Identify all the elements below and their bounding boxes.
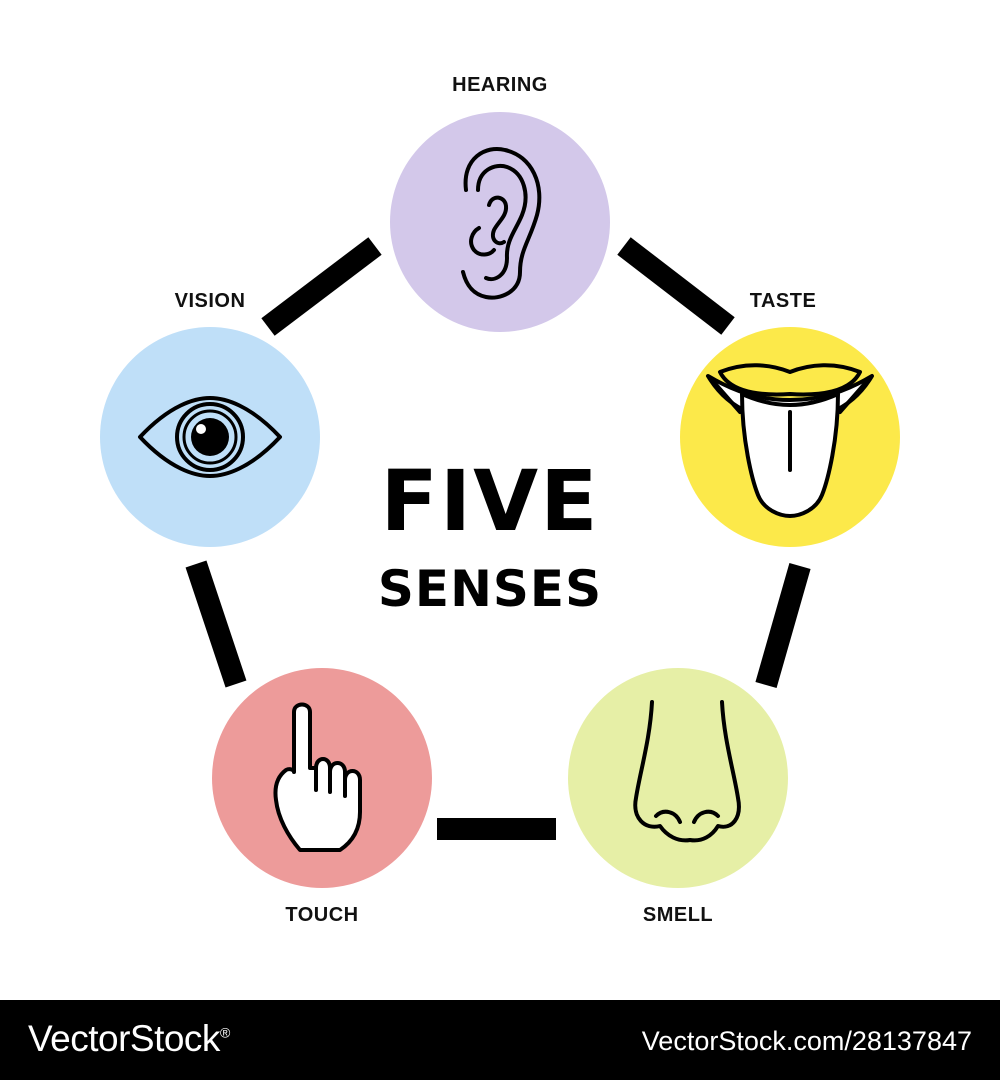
tongue-icon bbox=[706, 363, 874, 518]
five-senses-diagram bbox=[100, 112, 900, 888]
title-senses: SENSES bbox=[377, 560, 603, 618]
footer-brand: VectorStock® bbox=[28, 1018, 230, 1060]
nose-icon bbox=[633, 700, 741, 843]
registered-mark: ® bbox=[219, 1024, 230, 1041]
title-five: FIVE bbox=[380, 452, 600, 550]
connector-taste-smell bbox=[755, 562, 811, 689]
footer-bar: VectorStock® VectorStock.com/28137847 bbox=[0, 1000, 1000, 1080]
connector-vision-hearing bbox=[261, 237, 382, 336]
label-taste: TASTE bbox=[749, 290, 817, 312]
label-smell: SMELL bbox=[642, 904, 714, 926]
smell-circle bbox=[568, 668, 788, 888]
connector-ring bbox=[185, 237, 811, 840]
eye-icon bbox=[138, 396, 282, 478]
connector-hearing-taste bbox=[617, 237, 735, 335]
label-touch: TOUCH bbox=[285, 904, 359, 926]
footer-brand-name: VectorStock bbox=[28, 1018, 220, 1059]
label-hearing: HEARING bbox=[452, 74, 548, 96]
connector-touch-vision bbox=[185, 560, 247, 688]
pointing-hand-icon bbox=[273, 702, 362, 852]
footer-image-id: VectorStock.com/28137847 bbox=[641, 1026, 972, 1056]
ear-icon bbox=[461, 147, 542, 300]
label-vision: VISION bbox=[174, 290, 246, 312]
